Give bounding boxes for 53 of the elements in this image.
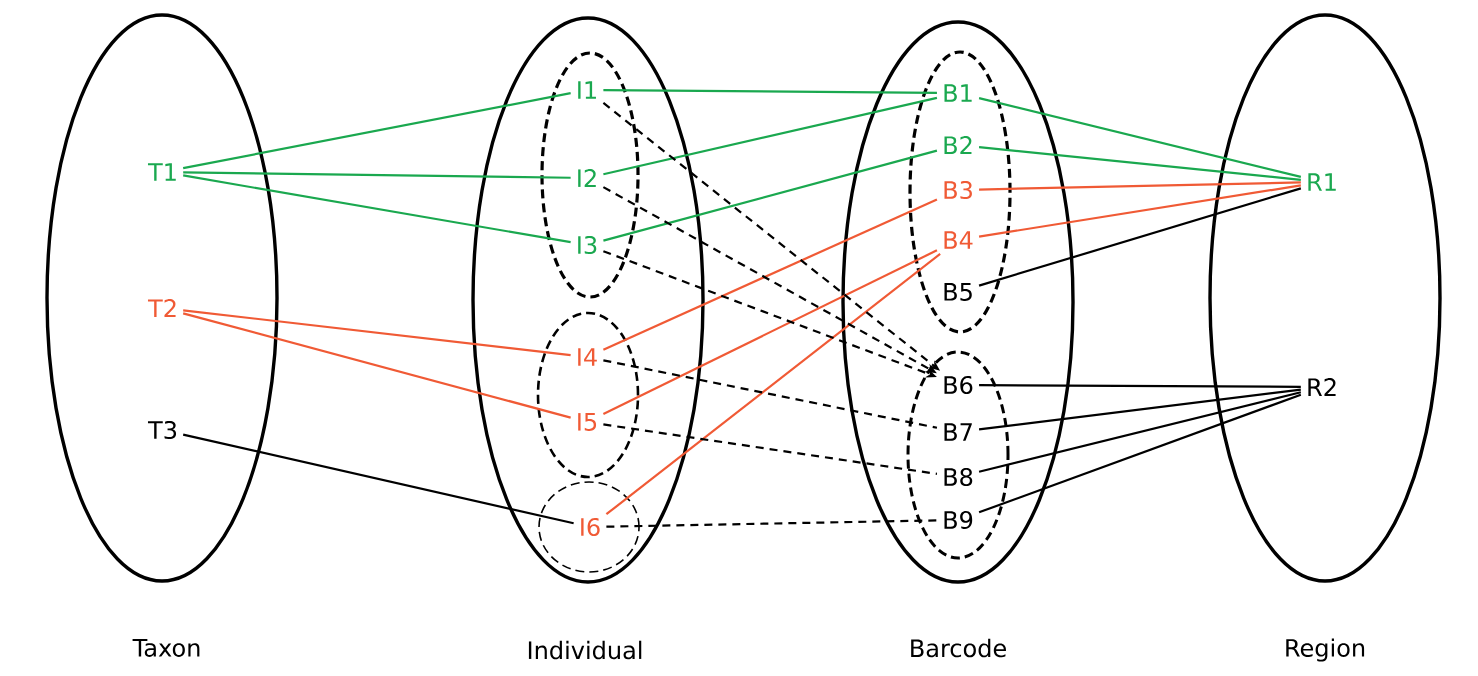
connector-line <box>182 92 571 170</box>
element-label: I5 <box>578 413 597 431</box>
dashed-ellipse <box>538 481 640 573</box>
connector-line <box>603 423 938 475</box>
connector-line <box>603 359 938 429</box>
connector-line <box>978 393 1302 514</box>
connector-line <box>606 519 937 528</box>
connector-line <box>182 433 574 525</box>
connector-line <box>979 384 1301 388</box>
element-label: T3 <box>148 420 177 440</box>
element-label: B2 <box>944 136 972 154</box>
set-label: Region <box>1286 638 1365 662</box>
element-label: B3 <box>944 180 972 200</box>
element-label: B1 <box>944 84 972 102</box>
connector-line <box>978 388 1301 431</box>
element-label: I2 <box>578 169 596 187</box>
connector-line <box>978 146 1301 181</box>
element-label: I1 <box>578 81 596 99</box>
element-label: I6 <box>581 517 600 537</box>
element-label: I4 <box>578 348 597 366</box>
connector-line <box>603 149 938 242</box>
connector-line <box>978 187 1302 287</box>
connector-line <box>603 89 937 94</box>
connector-line <box>183 309 571 357</box>
connector-line <box>978 97 1302 178</box>
element-label: B7 <box>944 423 972 441</box>
element-label: R1 <box>1308 173 1336 191</box>
set-label: Individual <box>528 640 642 660</box>
element-label: B4 <box>944 231 973 249</box>
connector-line <box>183 174 571 244</box>
connector-line <box>978 391 1302 473</box>
connector-line <box>978 184 1301 238</box>
connector-line <box>602 198 938 351</box>
connector-line <box>605 253 941 516</box>
element-label: I3 <box>578 235 597 255</box>
connector-line <box>602 249 938 415</box>
connector-line <box>979 181 1301 191</box>
dashed-ellipse <box>540 51 640 299</box>
connector-line <box>603 96 938 176</box>
element-label: B9 <box>944 510 973 530</box>
element-label: T2 <box>148 299 176 317</box>
element-label: B6 <box>944 375 973 395</box>
dashed-ellipse <box>536 311 640 479</box>
set-label: Barcode <box>911 638 1006 658</box>
element-label: B5 <box>944 283 972 301</box>
set-label: Taxon <box>132 639 200 657</box>
dashed-ellipse <box>908 50 1012 334</box>
element-label: B8 <box>944 467 973 487</box>
element-label: T1 <box>148 163 176 181</box>
connector-line <box>182 312 571 419</box>
dashed-ellipse <box>906 350 1010 560</box>
element-label: R2 <box>1308 378 1336 396</box>
connector-line <box>183 171 571 179</box>
